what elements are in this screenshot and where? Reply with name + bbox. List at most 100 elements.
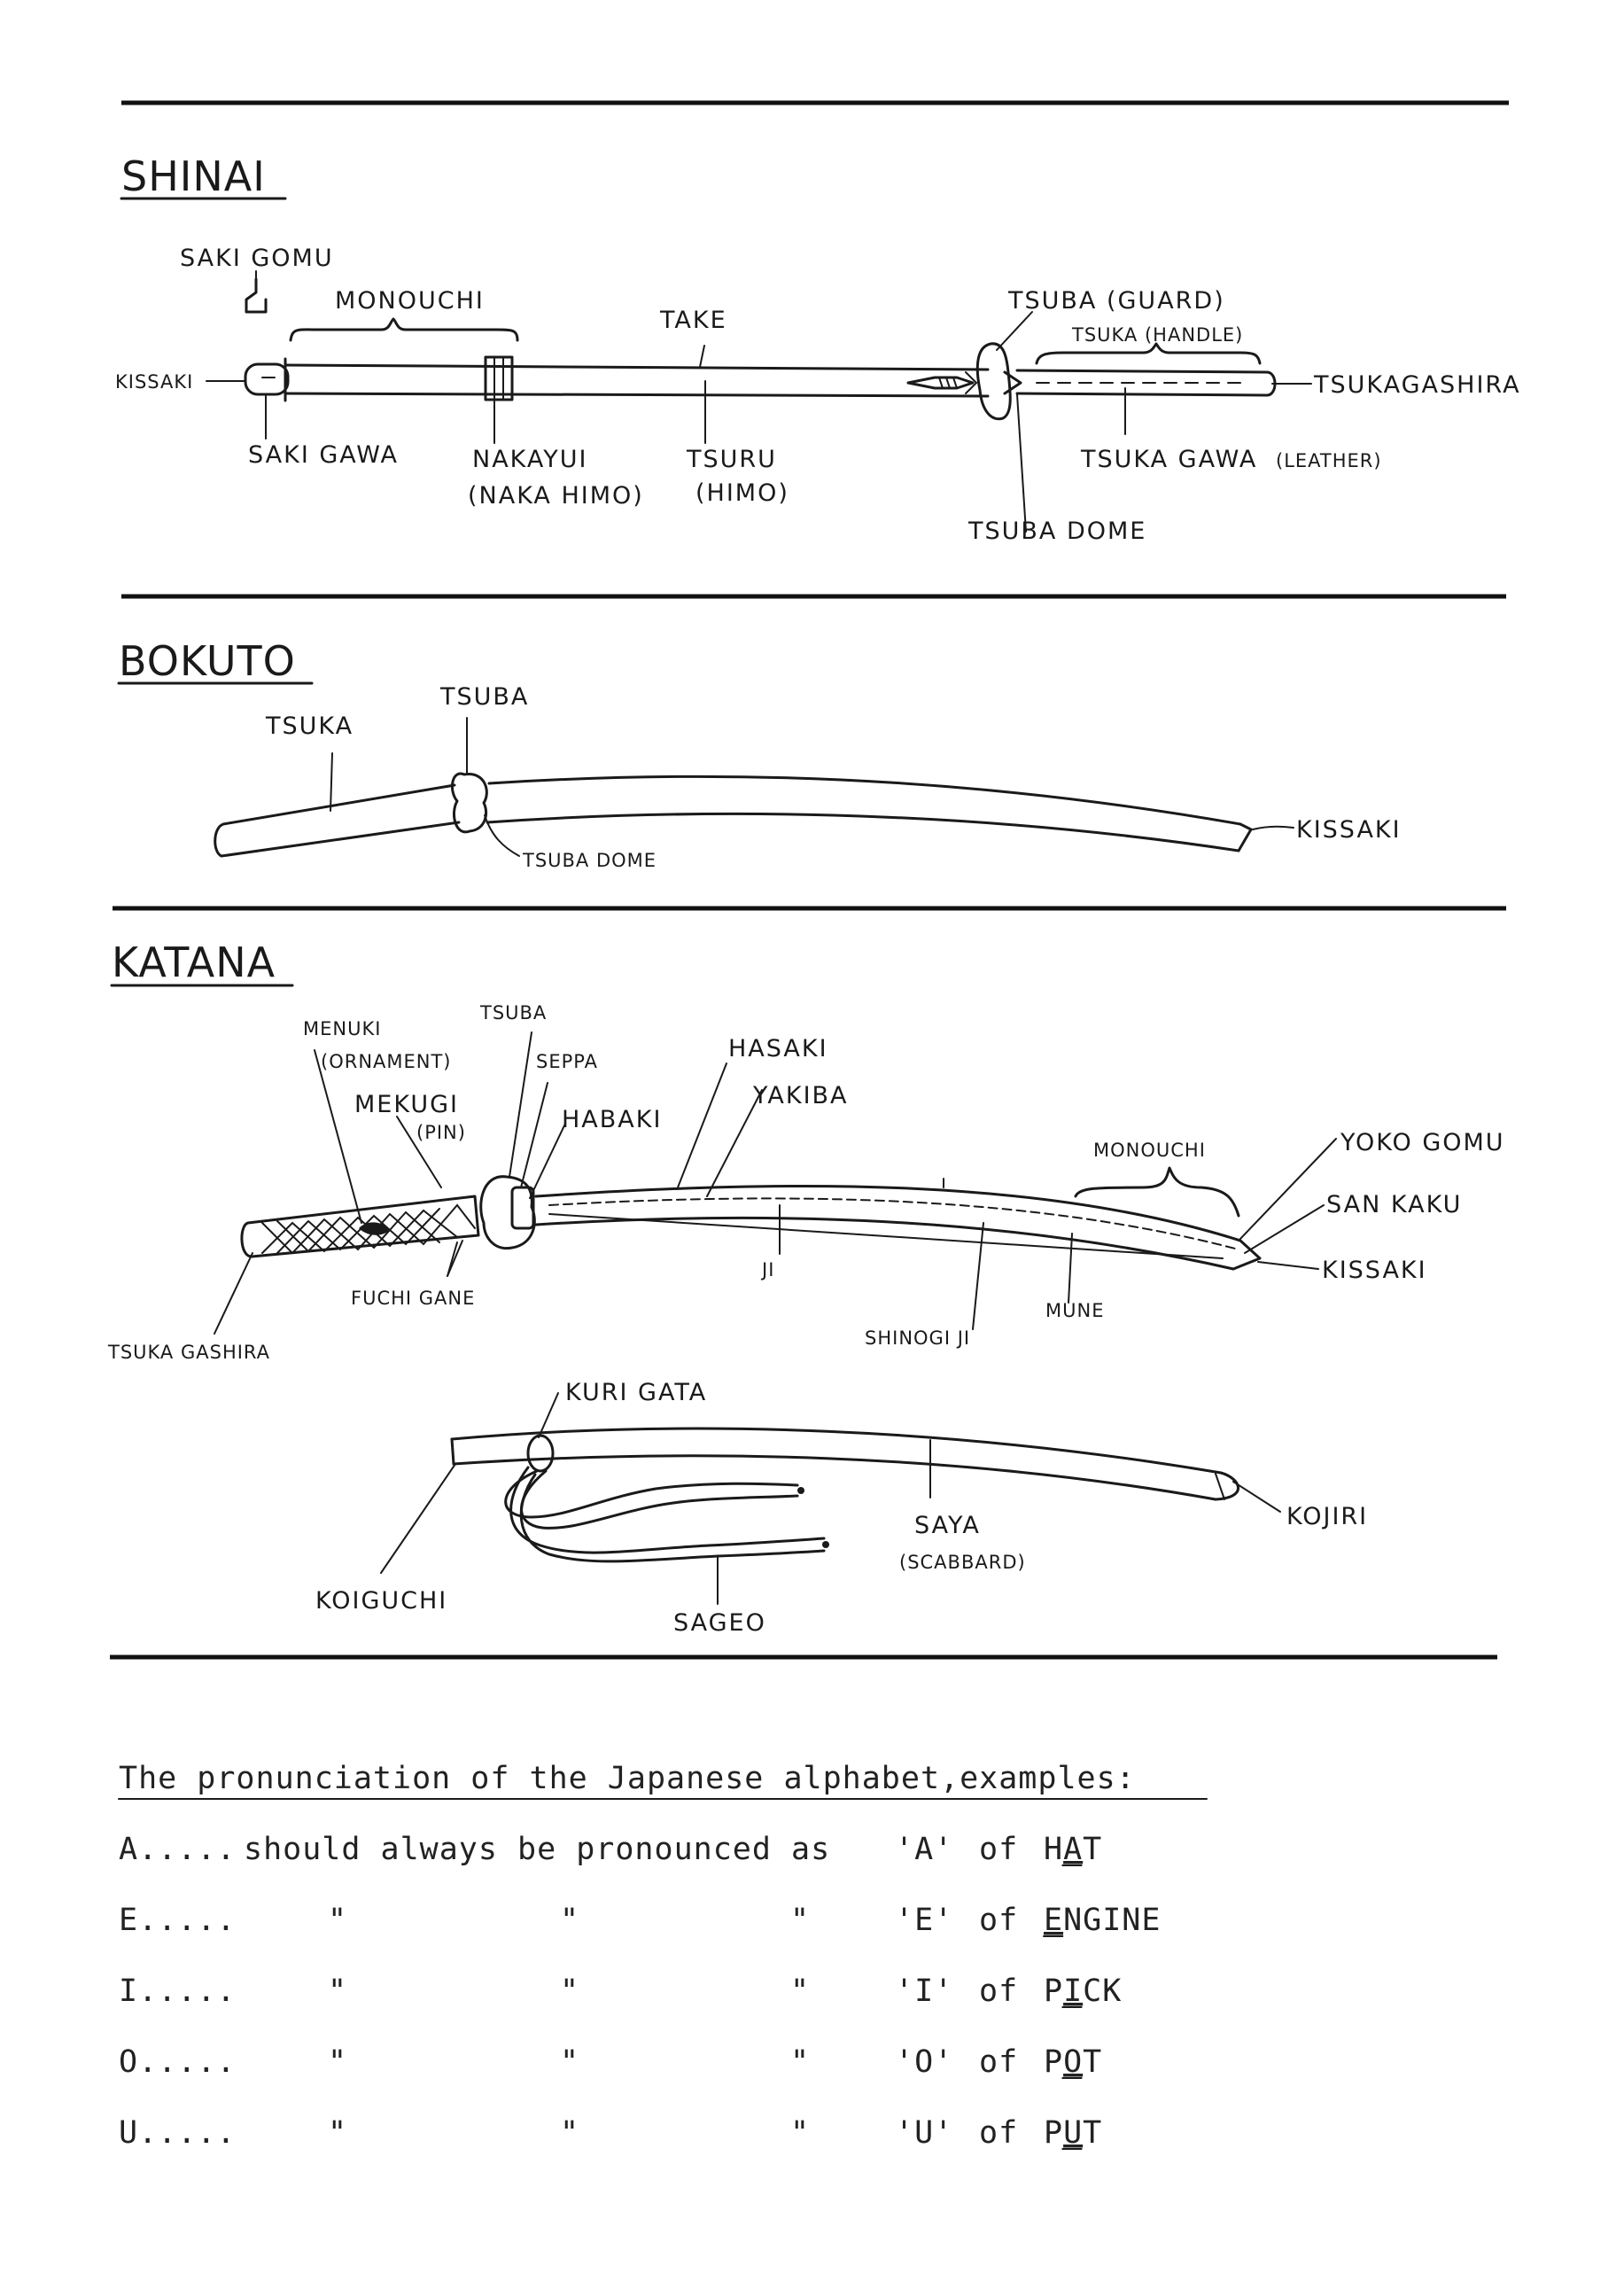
pronunciation-rule: should always be pronounced as (244, 1832, 830, 1867)
label-yakiba: YAKIBA (752, 1082, 849, 1109)
pronunciation-letter: I..... (119, 1973, 236, 2009)
label-yoko-gomu: YOKO GOMU (1340, 1129, 1505, 1156)
label-habaki: HABAKI (562, 1106, 662, 1133)
ditto-mark: " (328, 2115, 347, 2151)
label-pin: (PIN) (416, 1122, 466, 1143)
label-shinai-kissaki: KISSAKI (115, 371, 193, 393)
label-menuki: MENUKI (303, 1018, 381, 1039)
label-kuri-gata: KURI GATA (565, 1379, 707, 1406)
ditto-mark: " (560, 2115, 579, 2151)
label-nakayui: NAKAYUI (472, 446, 588, 473)
pronunciation-vowel: 'O' (895, 2044, 953, 2080)
label-shinogi-ji: SHINOGI JI (865, 1327, 970, 1349)
example-word-suffix: T (1083, 2044, 1102, 2080)
label-leather: (LEATHER) (1276, 450, 1382, 471)
pronunciation-letter: A..... (119, 1832, 236, 1867)
label-ji: JI (760, 1259, 774, 1281)
pronunciation-vowel: 'E' (895, 1903, 953, 1938)
label-koiguchi: KOIGUCHI (315, 1587, 447, 1615)
label-bokuto-tsuka: TSUKA (265, 712, 354, 740)
example-word: PICK (1044, 1973, 1122, 2009)
bokuto-title: BOKUTO (119, 637, 296, 685)
pronunciation-row: A.....should always be pronounced as 'A' o… (119, 1832, 1102, 1867)
shinai-section: SHINAI (115, 152, 1521, 545)
ditto-mark: " (328, 2044, 347, 2080)
pronunciation-letter: O..... (119, 2044, 236, 2080)
pronunciation-vowel: 'U' (895, 2115, 953, 2151)
shinai-monouchi-brace (289, 317, 519, 342)
example-word-underlined-letter: O (1063, 2044, 1083, 2080)
label-tsuba-guard: TSUBA (GUARD) (1007, 287, 1225, 315)
pronunciation-heading: The pronunciation of the Japanese alphab… (119, 1761, 1136, 1796)
ditto-mark: " (560, 1973, 579, 2009)
label-bokuto-tsuba-dome: TSUBA DOME (522, 850, 657, 871)
label-fuchi-gane: FUCHI GANE (351, 1288, 475, 1309)
pronunciation-row: U..... " " " 'U' of PUT (119, 2115, 1102, 2151)
label-saki-gomu: SAKI GOMU (180, 245, 334, 272)
label-katana-tsuba: TSUBA (479, 1002, 547, 1024)
ditto-mark: " (790, 2044, 810, 2080)
label-naka-himo: (NAKA HIMO) (468, 482, 644, 510)
example-word: HAT (1044, 1832, 1102, 1867)
label-saki-gawa: SAKI GAWA (248, 441, 399, 469)
saki-gomu-icon (245, 277, 268, 314)
shinai-tsuka-brace (1035, 342, 1262, 365)
pronunciation-of: of (979, 2044, 1018, 2080)
ditto-mark: " (560, 1903, 579, 1938)
pronunciation-of: of (979, 1903, 1018, 1938)
ditto-mark: " (328, 1973, 347, 2009)
example-word-underlined-letter: A (1063, 1832, 1083, 1867)
bokuto-section: BOKUTO TSUKA TSUBA TSUBA DOME KISSAKI (117, 637, 1402, 871)
saya-drawing (450, 1427, 1239, 1563)
label-tsukagashira: TSUKAGASHIRA (1313, 371, 1521, 399)
label-seppa: SEPPA (536, 1051, 598, 1072)
example-word-prefix: P (1044, 1973, 1063, 2009)
shinai-title: SHINAI (121, 152, 266, 200)
ditto-mark: " (790, 2115, 810, 2151)
pronunciation-vowel: 'A' (895, 1832, 953, 1867)
example-word-underlined-letter: U (1063, 2115, 1083, 2151)
label-bokuto-kissaki: KISSAKI (1296, 816, 1402, 844)
example-word-prefix: H (1044, 1832, 1063, 1867)
label-ornament: (ORNAMENT) (321, 1051, 452, 1072)
label-take: TAKE (659, 307, 727, 334)
example-word-suffix: NGINE (1063, 1903, 1161, 1938)
label-mune: MUNE (1045, 1300, 1104, 1321)
example-word-prefix: P (1044, 2115, 1063, 2151)
label-bokuto-tsuba: TSUBA (439, 683, 529, 711)
label-sageo: SAGEO (673, 1609, 766, 1637)
pronunciation-of: of (979, 1832, 1018, 1867)
pronunciation-letter: U..... (119, 2115, 236, 2151)
pronunciation-letter: E..... (119, 1903, 236, 1938)
label-saya: SAYA (914, 1512, 981, 1539)
label-kojiri: KOJIRI (1286, 1503, 1368, 1530)
example-word-suffix: T (1083, 1832, 1102, 1867)
label-mekugi: MEKUGI (354, 1091, 459, 1118)
pronunciation-of: of (979, 1973, 1018, 2009)
pronunciation-of: of (979, 2115, 1018, 2151)
katana-drawing (240, 1175, 1262, 1271)
label-hasaki: HASAKI (728, 1035, 828, 1063)
example-word-suffix: T (1083, 2115, 1102, 2151)
ditto-mark: " (560, 2044, 579, 2080)
katana-section: KATANA (107, 938, 1505, 1637)
label-tsuru: TSURU (686, 446, 777, 473)
label-san-kaku: SAN KAKU (1326, 1191, 1462, 1218)
pronunciation-vowel: 'I' (895, 1973, 953, 2009)
example-word-underlined-letter: E (1044, 1903, 1063, 1938)
pronunciation-section: The pronunciation of the Japanese alphab… (118, 1761, 1208, 2151)
example-word-underlined-letter: I (1063, 1973, 1083, 2009)
ditto-mark: " (328, 1903, 347, 1938)
example-word: POT (1044, 2044, 1102, 2080)
label-shinai-tsuba-dome: TSUBA DOME (967, 518, 1146, 545)
shinai-drawing (244, 342, 1277, 421)
label-tsuka-handle: TSUKA (HANDLE) (1071, 324, 1243, 346)
label-scabbard: (SCABBARD) (899, 1552, 1026, 1573)
label-katana-kissaki: KISSAKI (1322, 1257, 1427, 1284)
example-word: PUT (1044, 2115, 1102, 2151)
pronunciation-row: O..... " " " 'O' of POT (119, 2044, 1102, 2080)
